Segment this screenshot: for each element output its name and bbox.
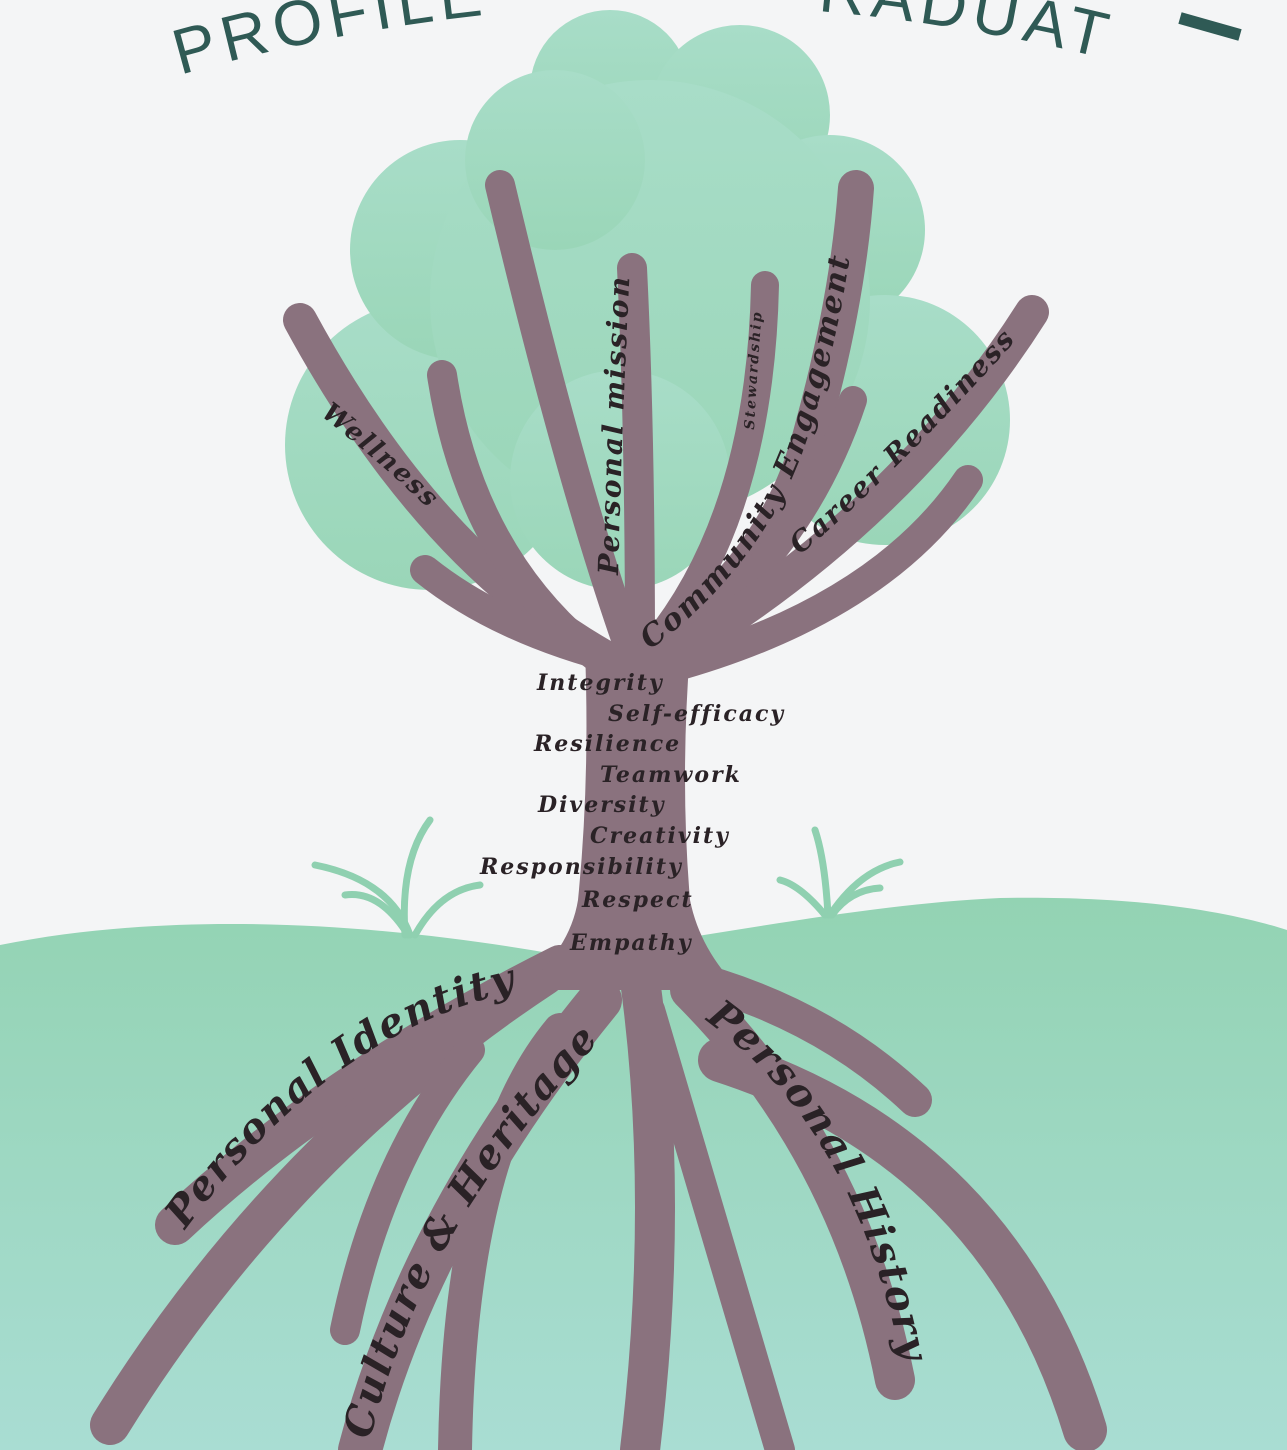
trunk-value: Respect (582, 889, 694, 911)
trunk-value: Diversity (538, 794, 666, 816)
poster-title: PROFILE (165, 0, 492, 88)
trunk-value: Integrity (537, 672, 664, 694)
grass-tuft-right (780, 830, 900, 915)
trunk-value: Resilience (534, 733, 681, 755)
trunk-value: Empathy (570, 932, 693, 954)
trunk-value: Teamwork (600, 764, 742, 786)
trunk-value: Self-efficacy (608, 703, 785, 725)
grass-tuft-left (315, 820, 480, 935)
title-bracket (1180, 18, 1240, 35)
trunk-value: Creativity (590, 825, 730, 847)
trunk-value: Responsibility (480, 856, 683, 878)
